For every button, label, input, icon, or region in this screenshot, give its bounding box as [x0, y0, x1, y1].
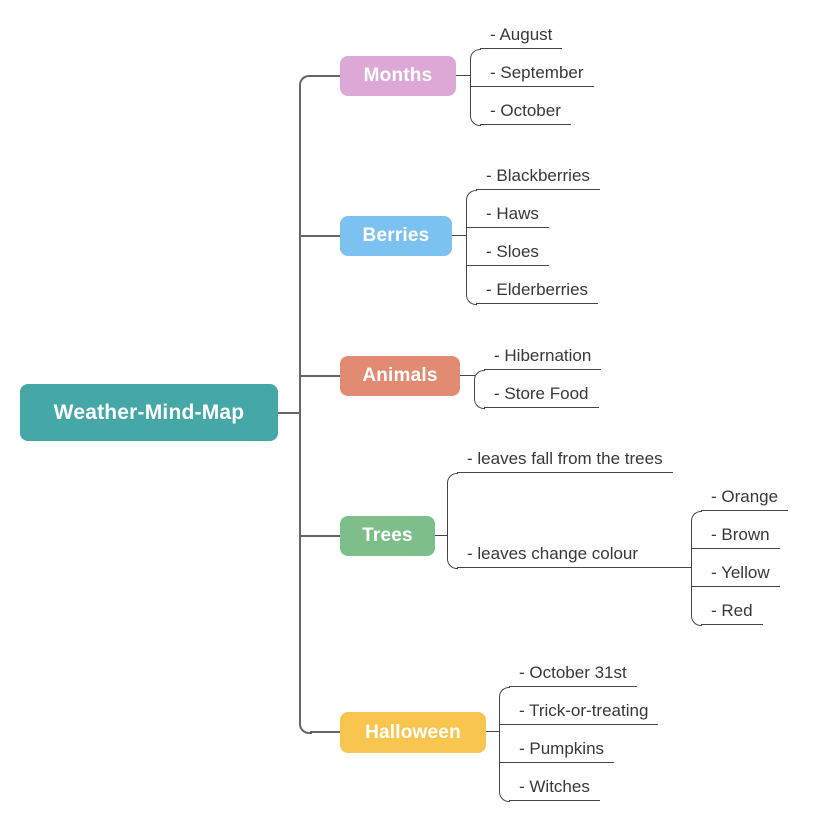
connector-months-branch	[310, 75, 340, 77]
connector-halloween-branch	[310, 731, 340, 733]
halloween-spine-corner-top	[499, 687, 510, 700]
leaf-red[interactable]: - Red	[701, 591, 763, 625]
berries-leaf-stub	[452, 235, 467, 236]
branch-node-halloween[interactable]: Halloween	[340, 712, 486, 753]
leaf-leaves-change-colour[interactable]: - leaves change colour	[457, 534, 691, 568]
trees-leaf-stub	[435, 535, 448, 536]
months-leaf-stub	[456, 75, 471, 76]
berries-spine	[466, 200, 467, 294]
leaf-store-food[interactable]: - Store Food	[484, 374, 599, 408]
leaf-october[interactable]: - October	[480, 91, 571, 125]
months-spine-corner-top	[470, 49, 481, 62]
leaf-yellow[interactable]: - Yellow	[691, 553, 780, 587]
colour-spine-corner-top	[691, 511, 702, 524]
leaf-elderberries[interactable]: - Elderberries	[476, 270, 599, 304]
leaf-august[interactable]: - August	[480, 15, 563, 49]
root-node[interactable]: Weather-Mind-Map	[20, 384, 278, 441]
leaf-september[interactable]: - September	[470, 53, 594, 87]
connector-berries-branch	[299, 235, 340, 237]
connector-trunk-corner-bottom	[299, 719, 312, 734]
branch-node-months[interactable]: Months	[340, 56, 456, 96]
leaf-leaves-fall-from-trees[interactable]: - leaves fall from the trees	[457, 439, 673, 473]
leaf-haws[interactable]: - Haws	[466, 194, 549, 228]
leaf-hibernation[interactable]: - Hibernation	[484, 336, 602, 370]
leaf-october-31st[interactable]: - October 31st	[509, 653, 637, 687]
trees-spine	[447, 483, 448, 558]
connector-trunk	[299, 85, 301, 725]
leaf-blackberries[interactable]: - Blackberries	[476, 156, 600, 190]
connector-trunk-corner-top	[299, 75, 312, 90]
branch-node-berries[interactable]: Berries	[340, 216, 452, 256]
leaf-sloes[interactable]: - Sloes	[466, 232, 549, 266]
halloween-spine	[499, 697, 500, 791]
leaf-pumpkins[interactable]: - Pumpkins	[499, 729, 615, 763]
animals-spine-corner-top	[474, 370, 485, 383]
branch-node-animals[interactable]: Animals	[340, 356, 460, 396]
leaf-trick-or-treating[interactable]: - Trick-or-treating	[499, 691, 659, 725]
colour-spine	[691, 521, 692, 615]
connector-animals-branch	[299, 375, 340, 377]
leaf-witches[interactable]: - Witches	[509, 767, 600, 801]
berries-spine-corner-top	[466, 190, 477, 203]
animals-leaf-stub	[460, 375, 475, 376]
months-spine	[470, 59, 471, 115]
animals-spine	[474, 380, 475, 398]
connector-root-stub	[278, 412, 300, 414]
trees-spine-corner-top	[447, 473, 458, 486]
branch-node-trees[interactable]: Trees	[340, 516, 435, 556]
leaf-brown[interactable]: - Brown	[691, 515, 780, 549]
halloween-leaf-stub	[486, 731, 500, 732]
leaf-orange[interactable]: - Orange	[701, 477, 789, 511]
connector-trees-branch	[299, 535, 340, 537]
